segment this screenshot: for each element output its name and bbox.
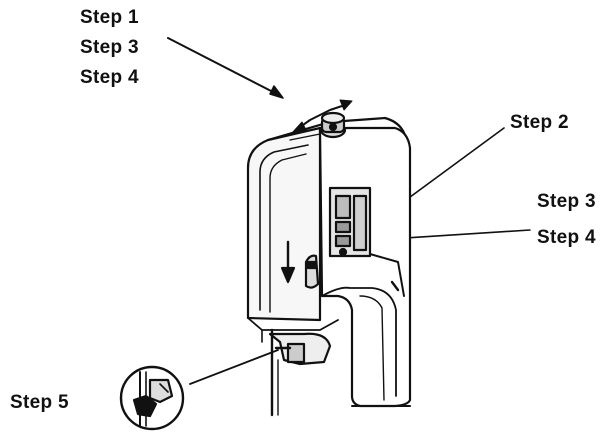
guide-lever — [369, 253, 405, 297]
housing-left-face — [246, 126, 322, 322]
label-step-1-top: Step 1 — [80, 7, 139, 28]
rotation-arrow — [291, 99, 353, 134]
label-step-3-right: Step 3 — [537, 191, 596, 212]
lower-guide-bracket — [268, 332, 332, 366]
side-latch — [304, 254, 320, 289]
label-step-5-bottom: Step 5 — [10, 392, 69, 413]
leader-line-step-5 — [189, 349, 279, 385]
leader-arrow-top — [167, 37, 284, 99]
label-step-4-top: Step 4 — [80, 67, 139, 88]
label-step-4-right: Step 4 — [537, 227, 596, 248]
down-arrow — [280, 240, 296, 284]
detail-inset — [119, 365, 185, 431]
label-step-2-right: Step 2 — [510, 112, 569, 133]
blade-guide-assembly — [328, 186, 372, 258]
tension-knob — [319, 111, 347, 139]
label-step-3-top: Step 3 — [80, 37, 139, 58]
